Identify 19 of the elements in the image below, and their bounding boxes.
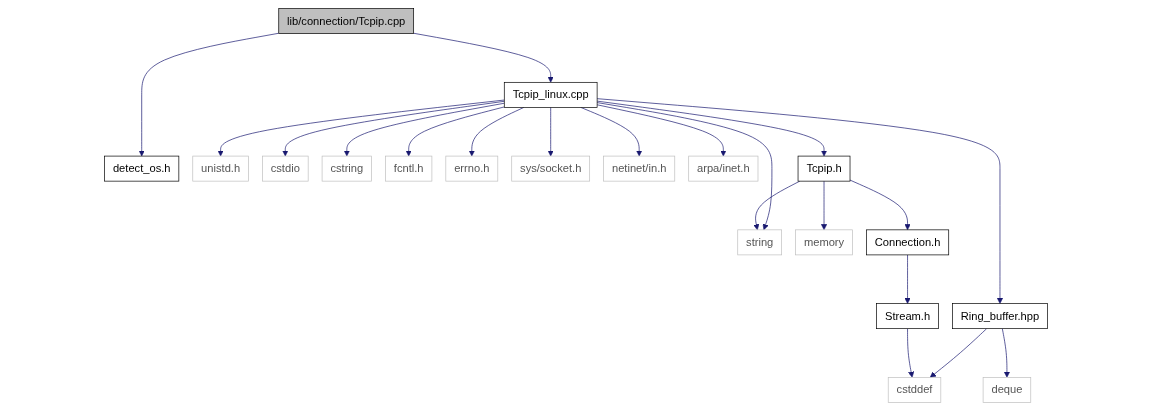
node-box: Connection.h bbox=[866, 229, 949, 256]
node-box: string bbox=[737, 229, 782, 256]
node-box: memory bbox=[795, 229, 853, 256]
node-box: netinet/in.h bbox=[603, 155, 676, 182]
node-box: cstddef bbox=[887, 377, 942, 403]
node-box: cstdio bbox=[261, 155, 309, 182]
node-box: cstring bbox=[321, 155, 372, 182]
node-box: fcntl.h bbox=[385, 155, 433, 182]
node-box: errno.h bbox=[445, 155, 499, 182]
node-box: detect_os.h bbox=[104, 155, 180, 182]
node-box: deque bbox=[982, 377, 1032, 403]
node-box: Tcpip_linux.cpp bbox=[503, 82, 598, 108]
node-box: lib/connection/Tcpip.cpp bbox=[278, 8, 414, 34]
node-box: Tcpip.h bbox=[797, 155, 851, 182]
node-box: unistd.h bbox=[192, 155, 249, 182]
node-box: sys/socket.h bbox=[511, 155, 590, 182]
node-box: arpa/inet.h bbox=[688, 155, 759, 182]
node-box: Stream.h bbox=[876, 303, 939, 329]
node-box: Ring_buffer.hpp bbox=[952, 303, 1048, 329]
